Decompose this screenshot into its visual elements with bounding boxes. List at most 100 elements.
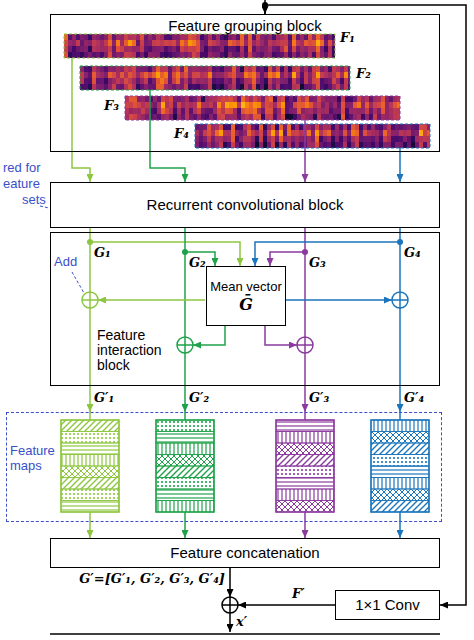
spectrogram-cell xyxy=(415,142,419,148)
spectrogram-cell xyxy=(393,108,397,114)
spectrogram-cell xyxy=(369,108,373,114)
spectrogram-cell xyxy=(383,142,387,148)
spectrogram-cell xyxy=(399,124,403,130)
spectrogram-cell xyxy=(239,142,243,148)
spectrogram-cell xyxy=(265,96,269,102)
spectrogram-cell xyxy=(423,136,427,142)
spectrogram-cell xyxy=(280,72,284,78)
spectrogram-cell xyxy=(271,136,275,142)
spectrogram-cell xyxy=(256,52,260,58)
spectrogram-cell xyxy=(72,52,76,58)
spectrogram-cell xyxy=(120,52,124,58)
math-label: F₂ xyxy=(356,66,371,82)
spectrogram-cell xyxy=(92,66,96,72)
add-cross xyxy=(392,292,408,308)
spectrogram-cell xyxy=(184,34,188,40)
signal-line xyxy=(399,242,401,292)
spectrogram-cell xyxy=(304,84,308,90)
spectrogram-cell xyxy=(215,124,219,130)
feature-map-band xyxy=(371,489,429,501)
spectrogram-cell xyxy=(268,52,272,58)
spectrogram-cell xyxy=(96,72,100,78)
feature-map-band xyxy=(61,501,119,513)
spectrogram-cell xyxy=(308,78,312,84)
label-holder: G₄ xyxy=(404,245,421,261)
spectrogram-cell xyxy=(227,136,231,142)
spectrogram-cell xyxy=(229,96,233,102)
add-symbol xyxy=(82,292,98,308)
signal-line xyxy=(399,412,401,420)
spectrogram-cell xyxy=(68,34,72,40)
spectrogram-cell xyxy=(304,78,308,84)
label-holder: sets xyxy=(22,192,46,208)
spectrogram-cell xyxy=(176,34,180,40)
spectrogram-cell xyxy=(248,34,252,40)
spectrogram-cell xyxy=(220,52,224,58)
spectrogram-cell xyxy=(212,84,216,90)
spectrogram-cell xyxy=(256,78,260,84)
signal-line xyxy=(304,512,306,522)
math-label: x′ xyxy=(236,614,247,630)
spectrogram-cell xyxy=(296,34,300,40)
spectrogram-cell xyxy=(129,114,133,120)
spectrogram-cell xyxy=(343,130,347,136)
spectrogram-cell xyxy=(259,142,263,148)
spectrogram-cell xyxy=(321,114,325,120)
feature-map-outline xyxy=(276,420,334,512)
spectrogram-cell xyxy=(80,84,84,90)
spectrogram-cell xyxy=(357,96,361,102)
spectrogram-cell xyxy=(240,40,244,46)
spectrogram-cell xyxy=(317,108,321,114)
spectrogram-cell xyxy=(313,96,317,102)
spectrogram-cell xyxy=(220,78,224,84)
spectrogram-cell xyxy=(349,108,353,114)
spectrogram-cell xyxy=(96,84,100,90)
spectrogram-cell xyxy=(280,52,284,58)
spectrogram-strip xyxy=(64,34,335,58)
spectrogram-cell xyxy=(236,66,240,72)
spectrogram-cell xyxy=(300,66,304,72)
spectrogram-cell xyxy=(276,40,280,46)
spectrogram-cell xyxy=(108,78,112,84)
spectrogram-cell xyxy=(264,40,268,46)
spectrogram-cell xyxy=(411,142,415,148)
spectrogram-cell xyxy=(228,84,232,90)
spectrogram-cell xyxy=(220,66,224,72)
spectrogram-cell xyxy=(168,52,172,58)
spectrogram-cell xyxy=(313,102,317,108)
spectrogram-cell xyxy=(267,136,271,142)
spectrogram-cell xyxy=(280,46,284,52)
spectrogram-cell xyxy=(248,72,252,78)
label-holder: G′₂ xyxy=(189,390,209,406)
spectrogram-cell xyxy=(296,78,300,84)
spectrogram-cell xyxy=(363,124,367,130)
spectrogram-cell xyxy=(128,84,132,90)
spectrogram-cell xyxy=(140,40,144,46)
spectrogram-cell xyxy=(264,84,268,90)
spectrogram-cell xyxy=(268,84,272,90)
spectrogram-cell xyxy=(197,108,201,114)
feature-map-band xyxy=(276,478,334,490)
spectrogram-cell xyxy=(244,78,248,84)
spectrogram-cell xyxy=(152,34,156,40)
spectrogram-cell xyxy=(152,52,156,58)
spectrogram-cell xyxy=(144,34,148,40)
spectrogram-cell xyxy=(361,102,365,108)
spectrogram-cell xyxy=(373,102,377,108)
spectrogram-cell xyxy=(272,66,276,72)
signal-line xyxy=(184,412,186,420)
feature-map xyxy=(276,420,334,512)
spectrogram-cell xyxy=(324,78,328,84)
spectrogram-cell xyxy=(84,66,88,72)
spectrogram-cell xyxy=(116,40,120,46)
spectrogram-cell xyxy=(304,40,308,46)
label-holder: G₁ xyxy=(94,245,111,261)
feature-map-band xyxy=(61,478,119,490)
spectrogram-cell xyxy=(285,114,289,120)
spectrogram-cell xyxy=(133,108,137,114)
add-symbol xyxy=(392,292,408,308)
spectrogram-cell xyxy=(100,84,104,90)
feature-map-band xyxy=(156,420,214,432)
label-holder: G₂ xyxy=(189,255,206,271)
spectrogram-cell xyxy=(407,142,411,148)
